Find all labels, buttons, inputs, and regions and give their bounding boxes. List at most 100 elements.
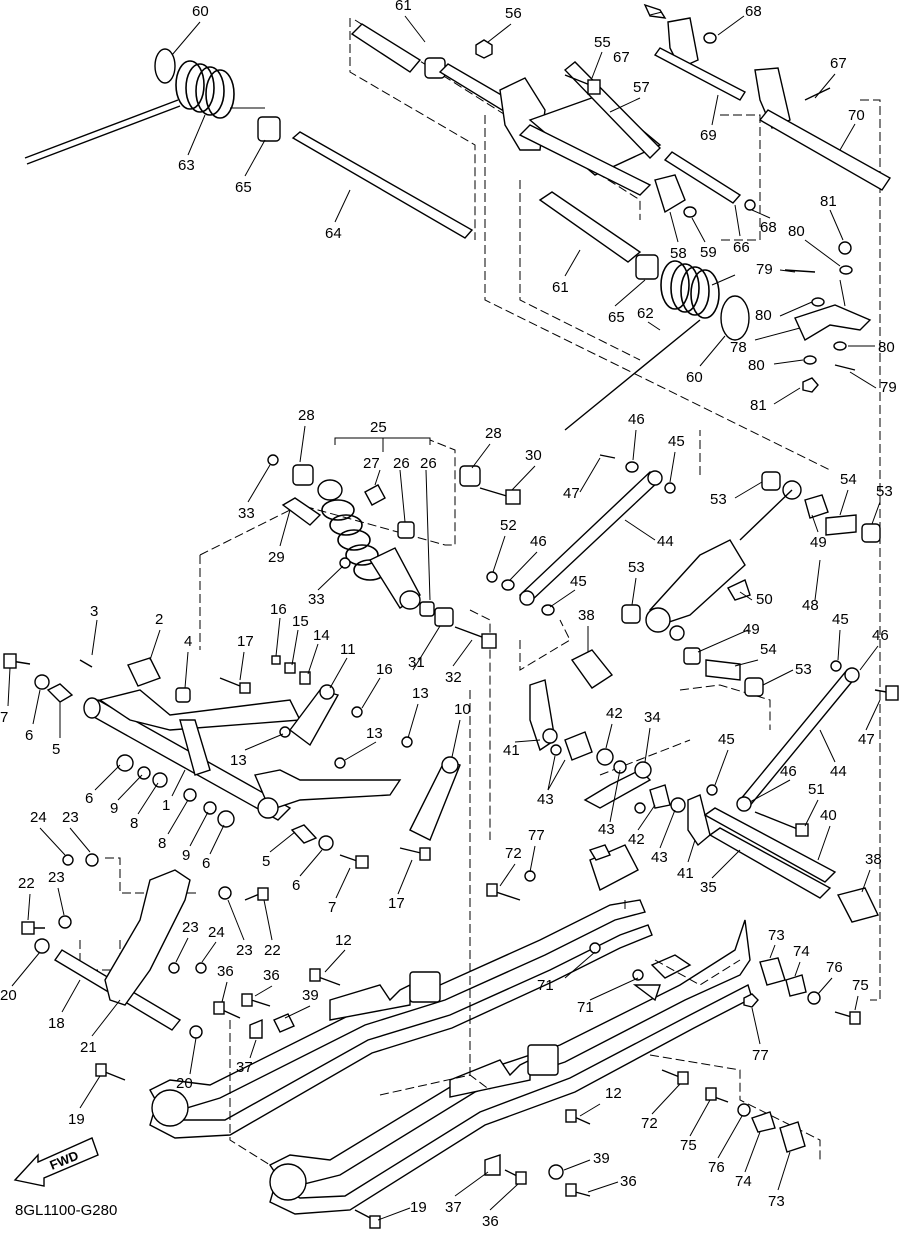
part-27 [364,484,386,506]
callout-31: 31 [408,654,425,671]
callout-45: 45 [718,731,735,748]
callout-30: 30 [525,447,542,464]
front-spring-assembly [24,3,892,1001]
callout-39: 39 [302,987,319,1004]
callout-18: 18 [48,1015,65,1032]
callout-21: 21 [80,1039,97,1056]
callout-41: 41 [677,865,694,882]
callout-52: 52 [500,517,517,534]
shaft-69 [653,47,746,101]
callout-54: 54 [760,641,777,658]
slide-rail-71-upper [149,844,653,1139]
callout-28: 28 [298,407,315,424]
callout-15: 15 [292,613,309,630]
shaft-64 [291,131,474,239]
slider-73-upper [759,957,786,986]
callout-80: 80 [788,223,805,240]
callout-68: 68 [745,3,762,20]
slide-rails [149,690,861,1229]
callout-54: 54 [840,471,857,488]
callout-16: 16 [270,601,287,618]
callout-58: 58 [670,245,687,262]
nut-81-lower [802,377,819,393]
spacer-54-lower [705,659,741,681]
callout-8: 8 [130,815,138,832]
part-74-upper [785,974,807,997]
link-11 [289,689,340,747]
callout-33: 33 [308,591,325,608]
callout-1: 1 [162,797,170,814]
callout-23: 23 [48,869,65,886]
callout-47: 47 [858,731,875,748]
callout-72: 72 [641,1115,658,1132]
callout-76: 76 [708,1159,725,1176]
callout-65: 65 [235,179,252,196]
callout-81: 81 [750,397,767,414]
part-2 [127,657,161,687]
washer-60-top [154,48,176,84]
callout-6: 6 [202,855,210,872]
callout-24: 24 [208,924,225,941]
collar-61-end [424,57,446,79]
bushing-28-right [459,465,481,487]
callout-13: 13 [412,685,429,702]
bushing-42-right [649,784,671,809]
callout-43: 43 [537,791,554,808]
callout-49: 49 [810,534,827,551]
callout-43: 43 [598,821,615,838]
arm-21 [104,869,191,1006]
callout-76: 76 [826,959,843,976]
callout-44: 44 [657,533,674,550]
callout-41: 41 [503,742,520,759]
nut-56 [475,39,493,59]
callout-33: 33 [238,505,255,522]
nut-77-lower [743,993,759,1008]
arm-left [98,689,302,731]
callout-67: 67 [613,49,630,66]
callout-22: 22 [18,875,35,892]
shock-absorber-25 [317,479,421,610]
callout-61: 61 [395,0,412,14]
callout-13: 13 [230,752,247,769]
link-10 [409,759,461,841]
callout-4: 4 [184,633,192,650]
callout-61: 61 [552,279,569,296]
callout-39: 39 [593,1150,610,1167]
callout-45: 45 [570,573,587,590]
callout-59: 59 [700,244,717,261]
callout-23: 23 [182,919,199,936]
callout-56: 56 [505,5,522,22]
bushing-38-lower [836,887,879,923]
part-74-lower [751,1111,776,1133]
callout-80: 80 [878,339,895,356]
callout-24: 24 [30,809,47,826]
callout-46: 46 [780,763,797,780]
callout-26: 26 [393,455,410,472]
callout-55: 55 [594,34,611,51]
callout-23: 23 [62,809,79,826]
callout-36: 36 [482,1213,499,1230]
shock-absorber-48 [645,471,802,641]
callout-19: 19 [410,1199,427,1216]
callout-80: 80 [748,357,765,374]
shaft-61-lower [538,191,642,263]
callout-77: 77 [528,827,545,844]
fwd-arrow-icon [13,1137,99,1187]
callout-71: 71 [537,977,554,994]
callout-62: 62 [637,305,654,322]
callout-17: 17 [388,895,405,912]
callout-34: 34 [644,709,661,726]
bushing-38-upper [570,649,614,689]
callout-28: 28 [485,425,502,442]
callout-50: 50 [756,591,773,608]
callout-26: 26 [420,455,437,472]
collar-5-b [290,824,318,844]
callout-79: 79 [880,379,897,396]
bushing-31 [434,607,454,627]
callout-14: 14 [313,627,330,644]
callout-40: 40 [820,807,837,824]
collar-65-lower [635,254,659,280]
callout-60: 60 [192,3,209,20]
callout-47: 47 [563,485,580,502]
callout-7: 7 [328,899,336,916]
